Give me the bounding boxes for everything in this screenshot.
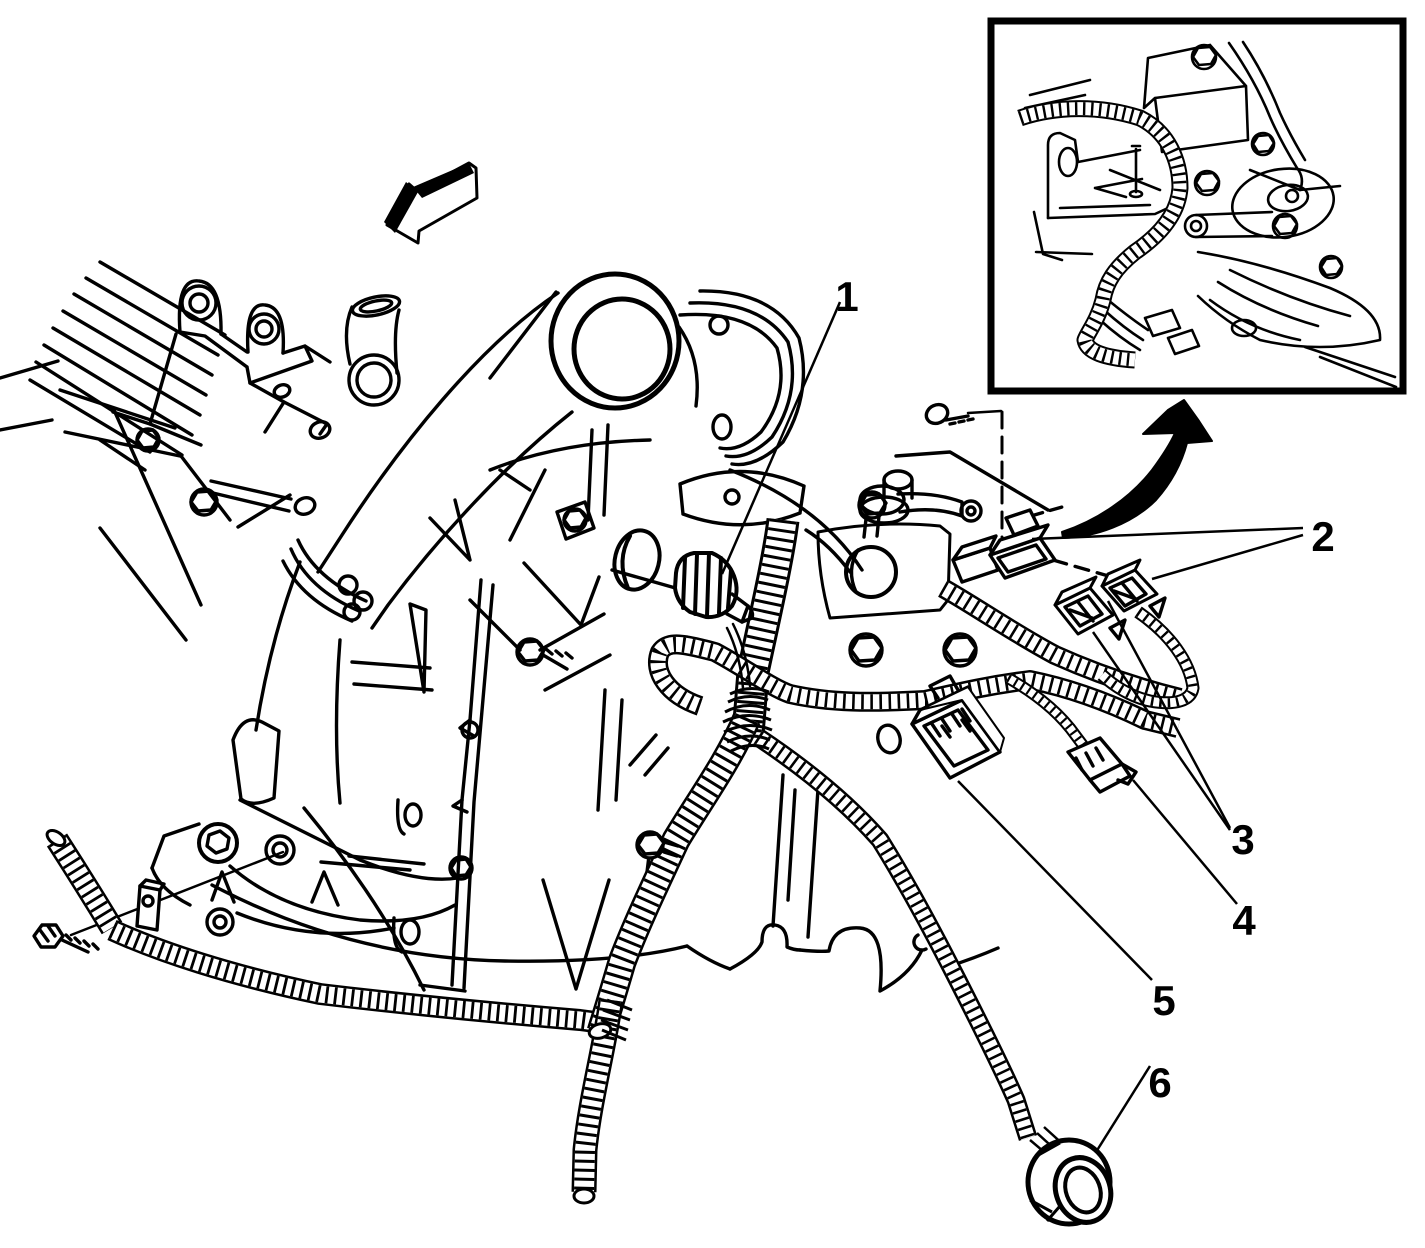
svg-text:3: 3 (1231, 816, 1254, 863)
svg-text:2: 2 (1311, 513, 1334, 560)
svg-text:6: 6 (1148, 1059, 1171, 1106)
svg-text:5: 5 (1152, 977, 1175, 1024)
svg-text:4: 4 (1232, 897, 1256, 944)
svg-text:1: 1 (835, 273, 858, 320)
